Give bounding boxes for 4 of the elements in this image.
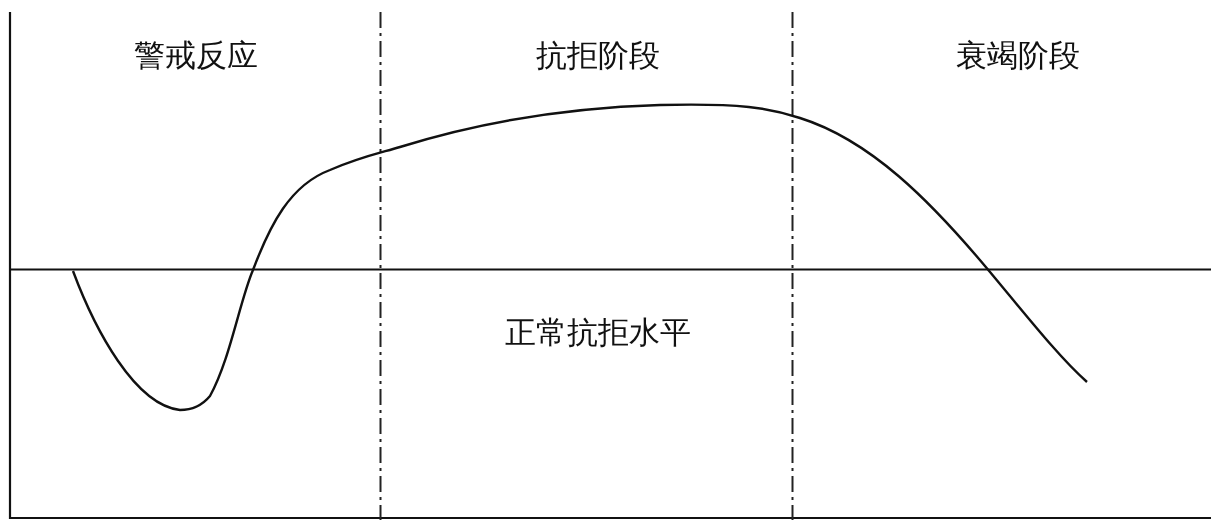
- phase-label: 警戒反应: [134, 38, 258, 73]
- phase-label: 抗拒阶段: [536, 38, 660, 73]
- phase-label: 衰竭阶段: [956, 38, 1080, 73]
- level-label: 正常抗拒水平: [505, 315, 691, 350]
